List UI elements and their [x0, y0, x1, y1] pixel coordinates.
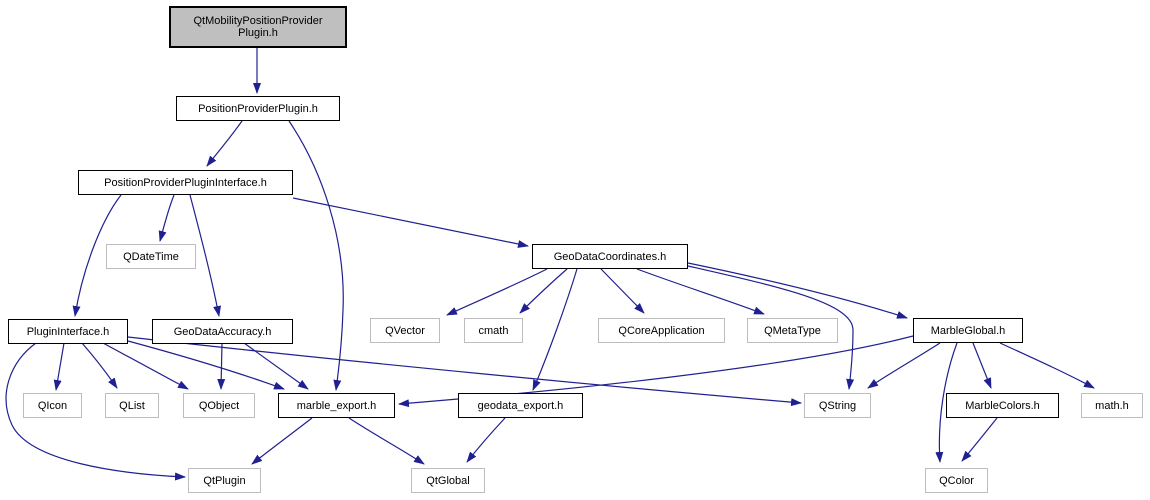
node-geodata-accuracy-h[interactable]: GeoDataAccuracy.h [152, 319, 293, 344]
edge-marbleglobal-to-math-h [999, 342, 1095, 389]
edge-geodataaccuracy-to-qobject [217, 342, 226, 390]
node-cmath: cmath [464, 318, 523, 343]
edge-marble-export-to-qtplugin [251, 417, 313, 465]
edge-positionproviderplugin-to-marble-export [288, 120, 344, 391]
node-qdatetime: QDateTime [106, 244, 196, 269]
edge-geodatacoordinates-to-qmetatype [636, 268, 765, 315]
node-geodata-coordinates-h[interactable]: GeoDataCoordinates.h [532, 244, 688, 269]
edge-marblecolors-to-qcolor [961, 417, 998, 462]
edge-interface-to-geodatacoordinates [292, 197, 529, 248]
edge-geodatacoordinates-to-qvector [446, 268, 548, 316]
edge-geodatacoordinates-to-qstring [687, 265, 855, 390]
edge-marbleglobal-to-qstring [867, 342, 941, 389]
node-math-h: math.h [1081, 393, 1143, 418]
node-qtplugin: QtPlugin [188, 468, 261, 493]
node-qstring: QString [804, 393, 871, 418]
edge-marble-export-to-qtglobal [348, 417, 425, 465]
node-plugin-interface-h[interactable]: PluginInterface.h [8, 319, 128, 344]
node-qcolor: QColor [925, 468, 988, 493]
edge-geodatacoordinates-to-cmath [519, 268, 568, 314]
edge-geodatacoordinates-to-marbleglobal [687, 262, 908, 319]
node-qcoreapplication: QCoreApplication [598, 318, 725, 343]
node-position-provider-plugin-h[interactable]: PositionProviderPlugin.h [176, 96, 340, 121]
node-marble-export-h[interactable]: marble_export.h [278, 393, 395, 418]
node-geodata-export-h[interactable]: geodata_export.h [458, 393, 583, 418]
edge-interface-to-qdatetime [158, 194, 175, 242]
edge-geodatacoordinates-to-geodata-export [532, 268, 578, 391]
edge-plugininterface-to-qlist [81, 342, 118, 389]
edge-marbleglobal-to-qcolor [935, 342, 958, 463]
edge-plugininterface-to-qobject [102, 342, 189, 390]
node-qtmobility-position-provider-plugin-h[interactable]: QtMobilityPositionProvider Plugin.h [169, 6, 347, 48]
node-qicon: QIcon [23, 393, 82, 418]
edge-geodata-export-to-qtglobal [466, 417, 506, 463]
node-qmetatype: QMetaType [747, 318, 838, 343]
edge-plugininterface-to-marble-export [127, 340, 285, 390]
node-qtglobal: QtGlobal [411, 468, 485, 493]
edge-geodatacoordinates-to-qcoreapplication [600, 268, 645, 314]
node-qvector: QVector [370, 318, 440, 343]
node-position-provider-plugin-interface-h[interactable]: PositionProviderPluginInterface.h [78, 170, 293, 195]
node-qobject: QObject [183, 393, 255, 418]
edge-plugininterface-to-qicon [53, 342, 65, 391]
node-marble-colors-h[interactable]: MarbleColors.h [946, 393, 1059, 418]
edge-interface-to-plugininterface [72, 194, 122, 317]
node-marble-global-h[interactable]: MarbleGlobal.h [913, 318, 1023, 343]
edge-positionproviderplugin-to-interface [206, 120, 243, 167]
edge-marbleglobal-to-marblecolors [972, 342, 992, 389]
edge-interface-to-geodataaccuracy [189, 194, 222, 317]
node-qlist: QList [105, 393, 159, 418]
edge-plugininterface-to-qtplugin [5, 342, 186, 481]
edge-plugininterface-to-qstring [127, 336, 802, 407]
edge-geodataaccuracy-to-marble-export [243, 342, 309, 390]
